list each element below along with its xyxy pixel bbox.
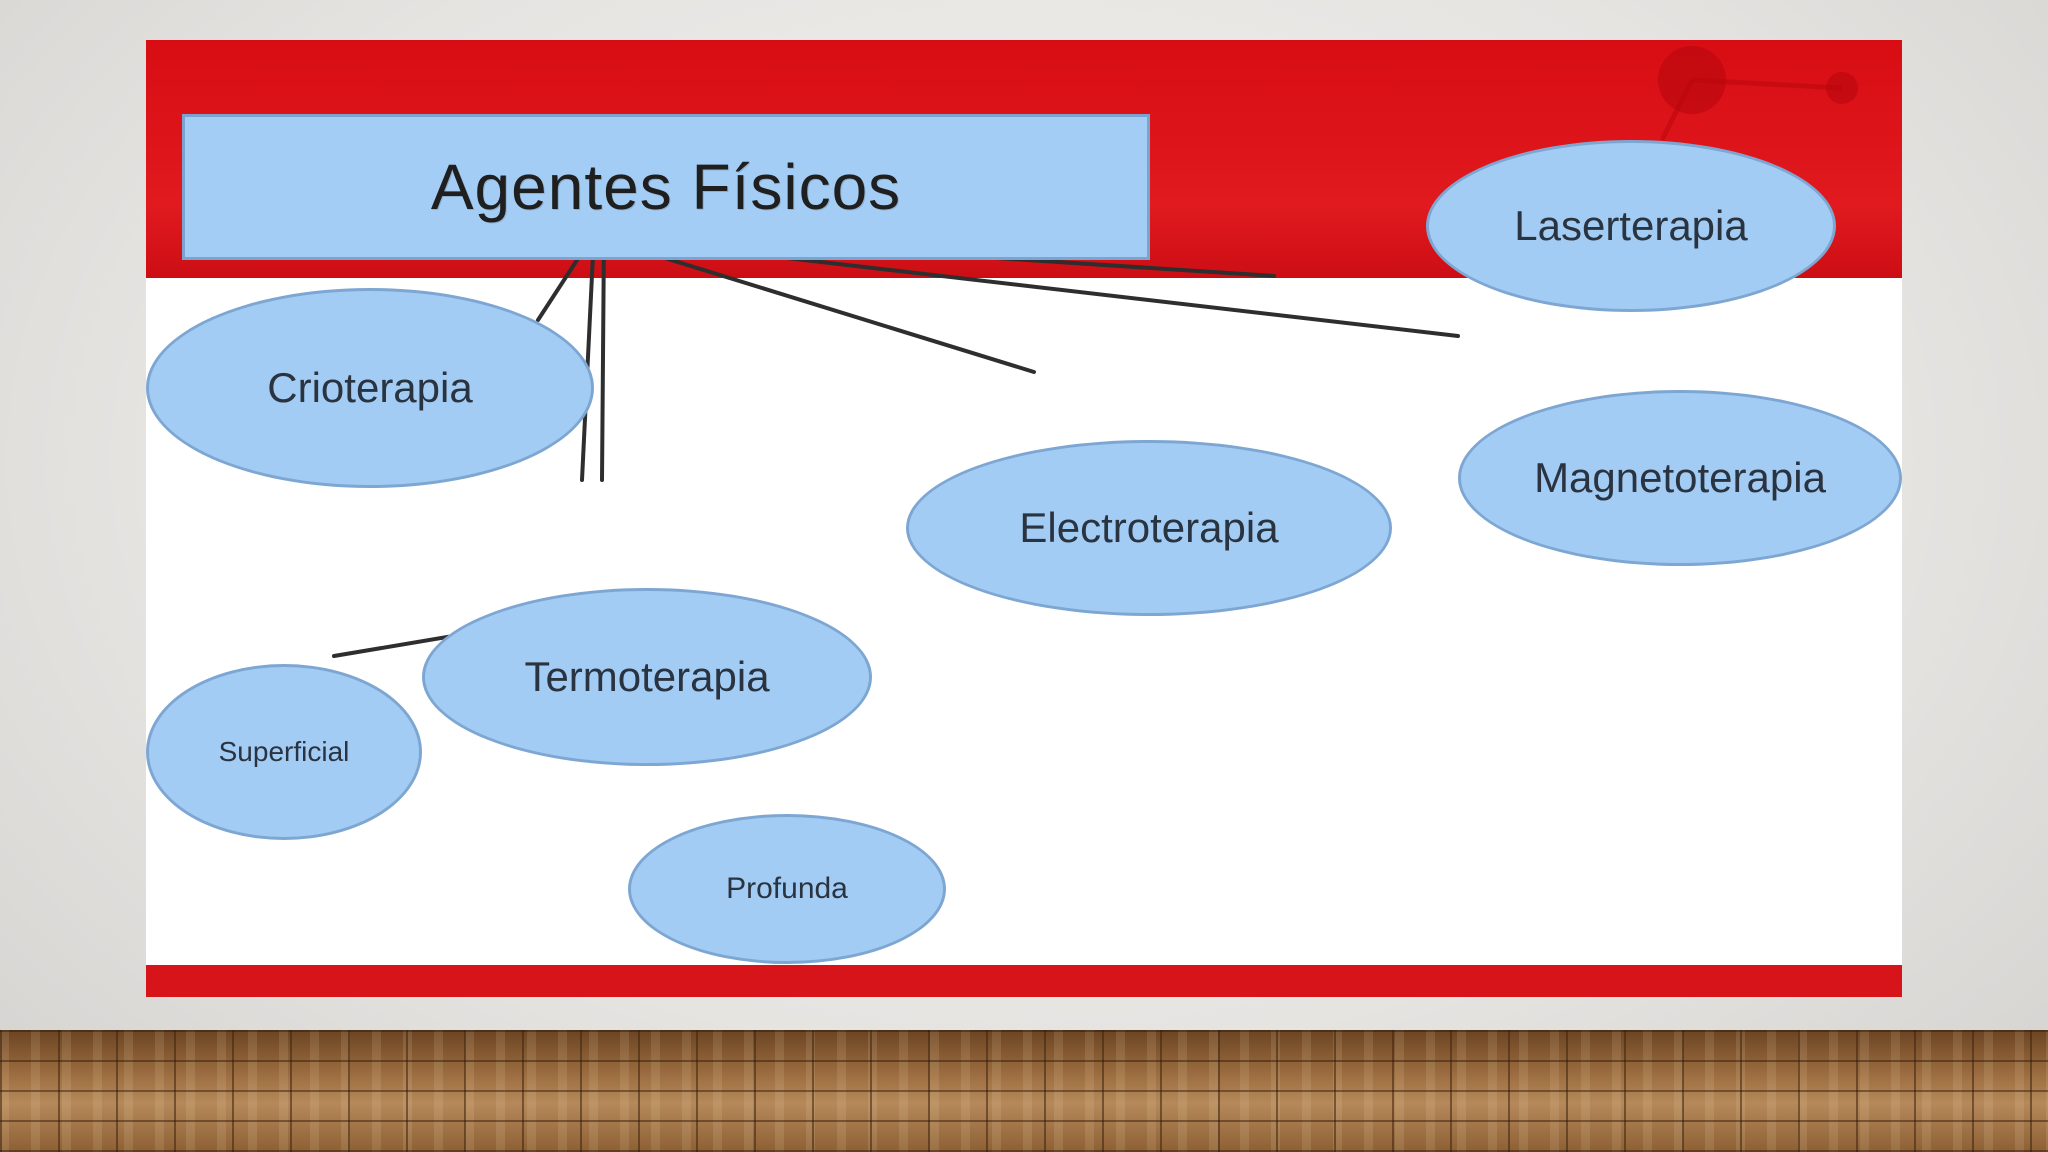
node-termoterapia: Termoterapia [422,588,872,766]
node-label-crioterapia: Crioterapia [267,364,473,411]
slide: Agentes Físicos Laserterapia Crioterapia… [146,40,1902,997]
wooden-floor [0,1030,2048,1152]
node-magnetoterapia: Magnetoterapia [1458,390,1902,566]
diagram-title: Agentes Físicos [430,151,902,223]
node-electroterapia: Electroterapia [906,440,1392,616]
node-laserterapia: Laserterapia [1426,140,1836,312]
node-label-electroterapia: Electroterapia [1019,504,1279,551]
node-label-termoterapia: Termoterapia [524,653,770,700]
slide-footer-band [146,965,1902,997]
node-profunda: Profunda [628,814,946,964]
connector-termoterapia-b [600,232,606,482]
node-label-laserterapia: Laserterapia [1514,202,1748,249]
molecule-decoration-icon [1658,46,1858,142]
connector-electroterapia [598,236,1036,374]
node-label-magnetoterapia: Magnetoterapia [1534,454,1826,501]
node-crioterapia: Crioterapia [146,288,594,488]
node-superficial: Superficial [146,664,422,840]
node-label-superficial: Superficial [218,736,350,767]
connector-termoterapia-a [580,232,596,482]
title-box: Agentes Físicos [182,114,1150,260]
node-label-profunda: Profunda [726,872,848,905]
